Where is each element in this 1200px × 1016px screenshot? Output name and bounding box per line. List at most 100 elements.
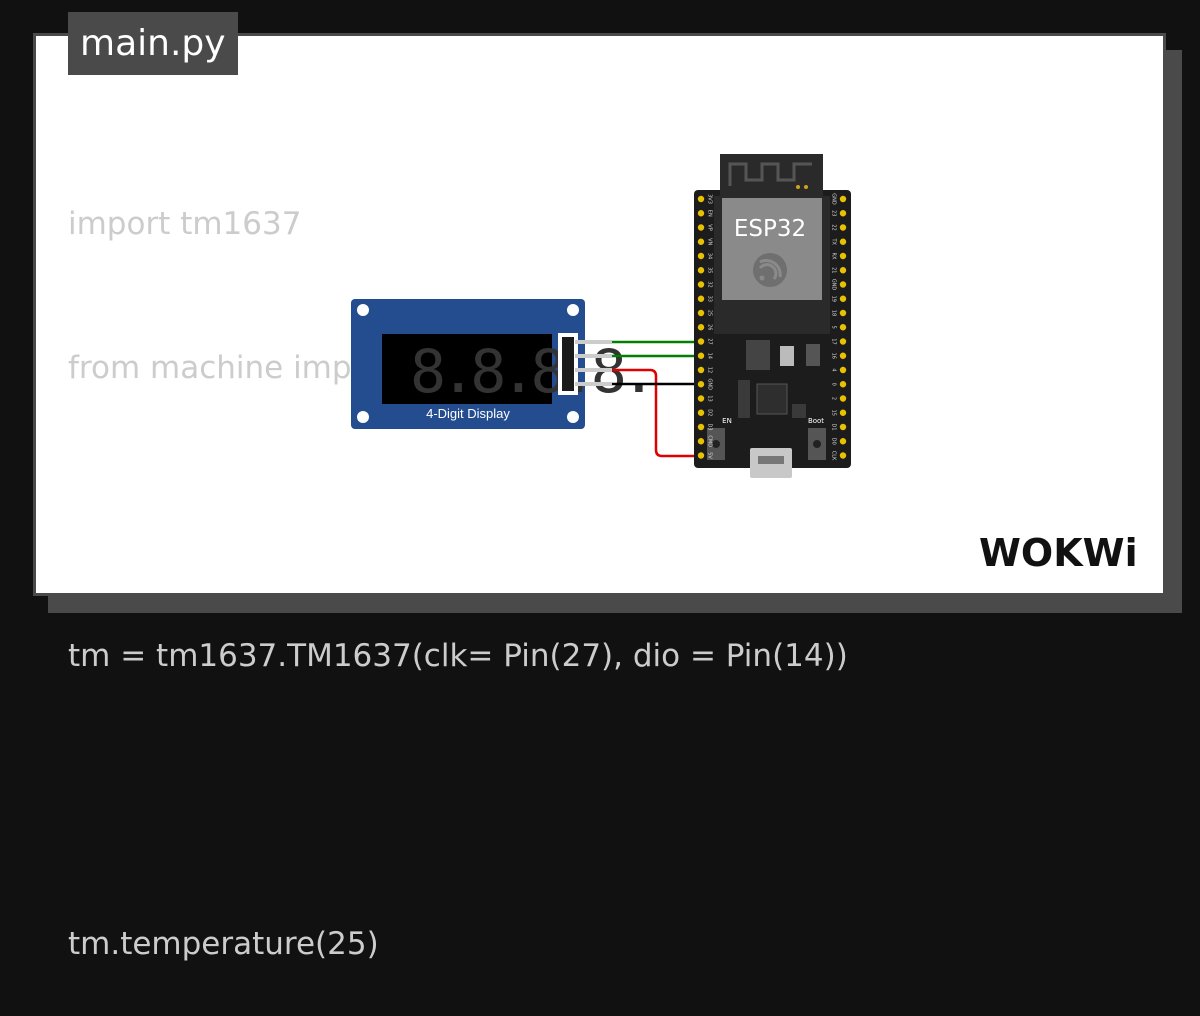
espressif-logo-icon	[753, 253, 787, 287]
pin-label: 34	[707, 253, 713, 259]
pin-pad[interactable]	[697, 324, 705, 331]
pin-pad[interactable]	[697, 409, 705, 416]
header-body	[562, 337, 574, 391]
pin-pad[interactable]	[697, 195, 705, 203]
pin-label: GND	[831, 279, 837, 291]
digit-window	[382, 334, 552, 404]
mount-hole	[357, 304, 369, 316]
pin-pad[interactable]	[697, 309, 705, 317]
pin-pad[interactable]	[697, 338, 705, 345]
pin-label: 25	[707, 310, 713, 316]
pin-pad[interactable]	[839, 452, 847, 459]
pin-pad[interactable]	[839, 409, 847, 416]
mount-hole	[567, 304, 579, 316]
boot-label: Boot	[808, 417, 824, 425]
pin-label: 14	[707, 353, 713, 359]
pin-pad[interactable]	[839, 438, 847, 445]
pin-pad[interactable]	[839, 423, 847, 431]
pin-pad[interactable]	[697, 352, 705, 359]
pin-label: 26	[707, 324, 713, 330]
pin-pad[interactable]	[839, 395, 847, 402]
pin-pad[interactable]	[839, 381, 847, 388]
wires	[575, 340, 700, 458]
pin-pad[interactable]	[839, 366, 847, 374]
pin-pad[interactable]	[839, 238, 847, 245]
pin-pad[interactable]	[697, 438, 705, 445]
pin-pad[interactable]	[839, 267, 847, 274]
pin-label: GND	[707, 379, 713, 391]
pin-label: 2	[831, 397, 837, 400]
pin-pad[interactable]	[839, 309, 847, 317]
pin-label: RX	[831, 253, 837, 260]
pin-pad[interactable]	[839, 338, 847, 345]
pin-pad[interactable]	[697, 452, 705, 459]
pin-label: EN	[707, 210, 713, 217]
boot-button-cap	[813, 440, 821, 448]
en-button-cap	[712, 440, 720, 448]
pin-label: 27	[707, 338, 713, 344]
digit-segments: 8.8.8.8.	[410, 337, 651, 407]
pin-pad[interactable]	[839, 281, 847, 288]
file-tab[interactable]: main.py	[68, 12, 238, 75]
vcc-wire[interactable]	[612, 368, 700, 458]
pin-label: 4	[831, 368, 837, 371]
pin-label: 18	[831, 310, 837, 316]
pin-pad[interactable]	[697, 224, 705, 231]
pin-pad[interactable]	[697, 281, 705, 288]
pin-label: 16	[831, 353, 837, 359]
circuit-diagram: 8.8.8.8. 4-Digit Display ESP32	[351, 154, 851, 478]
pin-label: 33	[707, 296, 713, 302]
code-line	[68, 776, 848, 824]
small-component	[780, 346, 794, 366]
mount-hole	[357, 411, 369, 423]
pin-pad[interactable]	[697, 295, 705, 302]
pin-label: 0	[831, 383, 837, 386]
pin-pad[interactable]	[697, 366, 705, 374]
pin-label: 13	[707, 395, 713, 401]
pin-label: 5V	[707, 452, 713, 459]
pin-pad[interactable]	[697, 252, 705, 260]
pin-pad[interactable]	[839, 324, 847, 331]
pin-pad[interactable]	[839, 210, 847, 217]
pin-pad[interactable]	[697, 210, 705, 217]
preview-card	[33, 33, 1166, 596]
display-label: 4-Digit Display	[426, 406, 510, 421]
pin-pad[interactable]	[839, 252, 847, 260]
pin-label: 19	[831, 296, 837, 302]
antenna-pad	[804, 185, 808, 189]
pin-pad[interactable]	[697, 267, 705, 274]
pin-label: 15	[831, 410, 837, 416]
pin-pad[interactable]	[839, 295, 847, 302]
pin-pad[interactable]	[839, 195, 847, 203]
antenna-trace	[728, 162, 812, 186]
pin-label: D1	[831, 423, 837, 430]
pin-label: 12	[707, 367, 713, 373]
pin-pad[interactable]	[697, 423, 705, 431]
pin-label: TX	[831, 238, 837, 246]
usb-port-opening	[758, 456, 784, 464]
pin-pad[interactable]	[839, 352, 847, 359]
pin-label: D0	[831, 438, 837, 445]
left-pin-header: 3V3ENVPVN343532332526271412GND13D2D3CMD5…	[697, 194, 713, 459]
pin-pad[interactable]	[697, 238, 705, 245]
pin-label: 3V3	[707, 194, 713, 204]
pin-label: 5	[831, 326, 837, 329]
code-line: tm.temperature(25)	[68, 926, 379, 962]
pin-label: CLK	[831, 451, 837, 461]
tm1637-display[interactable]: 8.8.8.8. 4-Digit Display	[351, 299, 657, 429]
pin-pad[interactable]	[697, 395, 705, 402]
pin-label: VP	[707, 224, 713, 230]
usb-uart-chip	[756, 383, 788, 415]
pin-label: D3	[707, 423, 713, 430]
en-label: EN	[722, 417, 732, 425]
pin-pad[interactable]	[697, 381, 705, 388]
esp32-label: ESP32	[734, 216, 806, 242]
pin-pad[interactable]	[839, 224, 847, 231]
pin-label: 23	[831, 210, 837, 216]
pin-label: 35	[707, 267, 713, 273]
small-component	[738, 380, 750, 418]
esp32-board[interactable]: ESP32 EN Boot 3V3ENVPVN34353233252627141…	[694, 154, 851, 478]
mount-hole	[567, 411, 579, 423]
pin-label: GND	[831, 193, 837, 205]
